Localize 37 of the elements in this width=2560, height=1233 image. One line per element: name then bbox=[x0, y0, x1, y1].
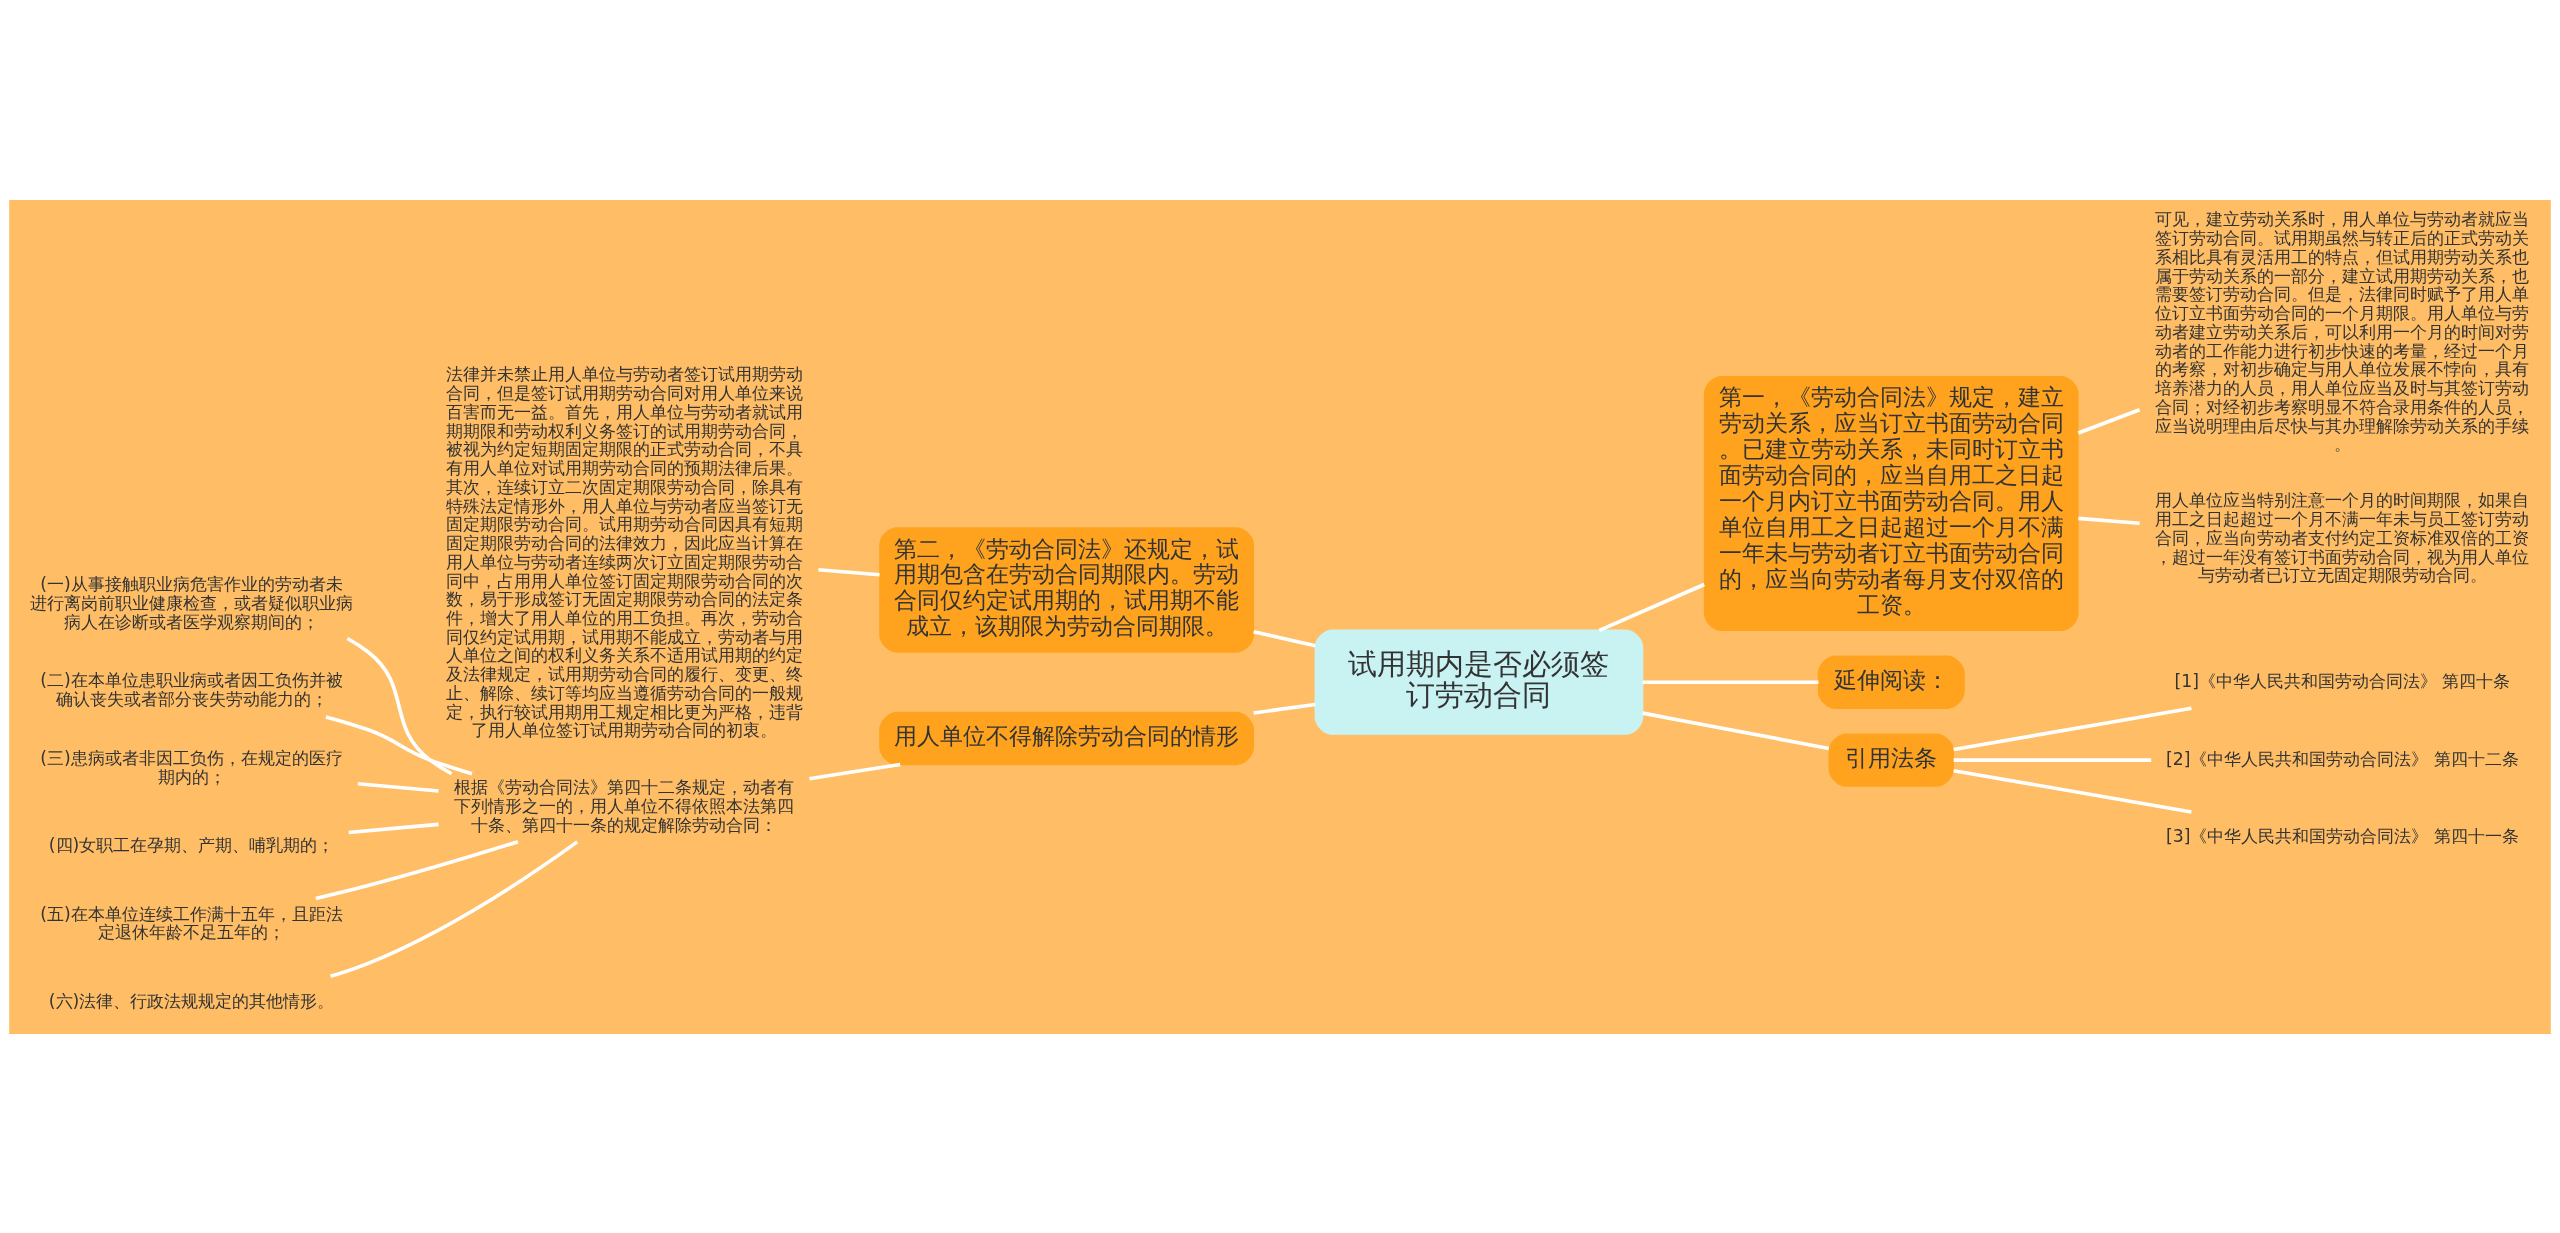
connector bbox=[1642, 679, 1819, 684]
node-box: 用人单位不得解除劳动合同的情形 bbox=[879, 711, 1255, 765]
node-text: (三)患病或者非因工负伤，在规定的医疗期内的； bbox=[40, 747, 343, 787]
connector bbox=[315, 839, 519, 900]
connector bbox=[357, 781, 439, 793]
node-text: [3]《中华人民共和国劳动合同法》 第四十一条 bbox=[2166, 825, 2519, 846]
node-text: (一)从事接触职业病危害作业的劳动者未进行离岗前职业健康检查，或者疑似职业病病人在诊断或者医学观察期间的； bbox=[30, 573, 354, 632]
node-text: [1]《中华人民共和国劳动合同法》 第四十条 bbox=[2174, 670, 2511, 691]
connector bbox=[1953, 768, 2192, 814]
node-text: 根据《劳动合同法》第四十二条规定，动者有下列情形之一的，用人单位不得依照本法第四十条、第四十一条的规定解除劳动合同： bbox=[454, 776, 795, 835]
connector bbox=[809, 762, 901, 780]
node-box: 延伸阅读： bbox=[1817, 655, 1965, 709]
connector bbox=[325, 714, 473, 775]
node-text: [2]《中华人民共和国劳动合同法》 第四十二条 bbox=[2166, 748, 2519, 769]
node-text: (四)女职工在孕期、产期、哺乳期的； bbox=[48, 834, 335, 855]
node-box: 试用期内是否必须签订劳动合同 bbox=[1314, 629, 1644, 735]
connector bbox=[348, 822, 439, 834]
node-text: (六)法律、行政法规规定的其他情形。 bbox=[48, 990, 335, 1011]
connector bbox=[2078, 516, 2140, 525]
node-text: 可见，建立劳动关系时，用人单位与劳动者就应当签订劳动合同。试用期虽然与转正后的正式劳动关系相比具有灵活用工的特点，但试用期劳动关系也属于劳动关系的一部分，建立试用期劳动关系，也需要签订劳动合同。但是，法律同时赋予了用人单位订立书面劳动合同的一个月期限。用人单位与劳动者建立劳动关系后，可以利用一个月的时间对劳动者的工作能力进行初步快速的考量，经过一个月的考察，对初步确定与用人单位发展不悖向，具有培养潜力的人员，用人单位应当及时与其签订劳动合同；对经初步考察明显不符合录用条件的人员，应当说明理由后尽快与其办理解除劳动关系的手续。 bbox=[2155, 208, 2530, 454]
node-box: 引用法条 bbox=[1828, 732, 1954, 787]
connector bbox=[1953, 705, 2192, 751]
connector bbox=[346, 636, 453, 775]
node-box: 第二，《劳动合同法》还规定，试用期包含在劳动合同期限内。劳动合同仅约定试用期的，试用期不能成立，该期限为劳动合同期限。 bbox=[879, 526, 1255, 653]
connector bbox=[1642, 710, 1830, 750]
connector bbox=[1253, 629, 1316, 647]
connector bbox=[330, 839, 579, 978]
node-text: 法律并未禁止用人单位与劳动者签订试用期劳动合同，但是签订试用期劳动合同对用人单位来说百害而无一益。首先，用人单位与劳动者就试用期期限和劳动权利义务签订的试用期劳动合同，被视为约定短期固定期限的正式劳动合同，不具有用人单位对试用期劳动合同的预期法律后果。其次，连续订立二次固定期限劳动合同，除具有特殊法定情形外，用人单位与劳动者应当签订无固定期限劳动合同。试用期劳动合同因具有短期固定期限劳动合同的法律效力，因此应当计算在用人单位与劳动者连续两次订立固定期限劳动合同中，占用用人单位签订固定期限劳动合同的次数，易于形成签订无固定期限劳动合同的法定条件，增大了用人单位的用工负担。再次，劳动合同仅约定试用期，试用期不能成立，劳动者与用人单位之间的权利义务关系不适用试用期的约定及法律规定，试用期劳动合同的履行、变更、终止、解除、续订等均应当遵循劳动合同的一般规定，执行较试用期用工规定相比更为严格，违背了用人单位签订试用期劳动合同的初衷。 bbox=[445, 363, 803, 740]
connector bbox=[1253, 702, 1316, 715]
connector bbox=[2077, 407, 2141, 435]
connector bbox=[1953, 757, 2152, 762]
node-box: 第一，《劳动合同法》规定，建立劳动关系，应当订立书面劳动合同。已建立劳动关系，未同时订立书面劳动合同的，应当自用工之日起一个月内订立书面劳动合同。用人单位自用工之日起超过一个月不满一年未与劳动者订立书面劳动合同的，应当向劳动者每月支付双倍的工资。 bbox=[1703, 375, 2079, 631]
node-text: 用人单位应当特别注意一个月的时间期限，如果自用工之日起超过一个月不满一年未与员工签订劳动合同，应当向劳动者支付约定工资标准双倍的工资，超过一年没有签订书面劳动合同，视为用人单位与劳动者已订立无固定期限劳动合同。 bbox=[2155, 490, 2530, 585]
connector bbox=[818, 567, 880, 577]
node-text: (二)在本单位患职业病或者因工负伤并被确认丧失或者部分丧失劳动能力的； bbox=[40, 669, 343, 709]
node-text: (五)在本单位连续工作满十五年，且距法定退休年龄不足五年的； bbox=[40, 903, 343, 942]
connector bbox=[1598, 582, 1705, 632]
